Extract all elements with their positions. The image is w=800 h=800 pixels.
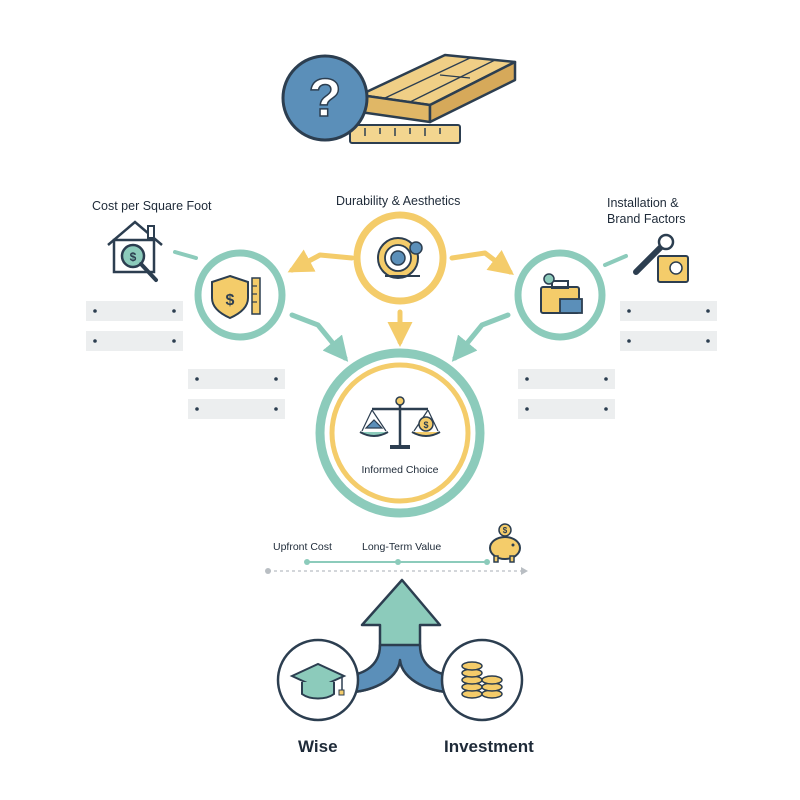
cost-label: Cost per Square Foot	[92, 199, 212, 213]
installation-label-line1: Installation &	[607, 196, 679, 210]
svg-text:?: ?	[309, 68, 342, 128]
graduation-cap-icon	[276, 638, 360, 722]
investment-label: Investment	[444, 737, 534, 756]
toolbox-icon	[540, 273, 583, 314]
house-search-icon: $	[107, 220, 163, 282]
wood-plank-icon	[349, 53, 517, 144]
informed-choice-label: Informed Choice	[361, 464, 439, 476]
installation-node	[514, 249, 606, 341]
long-term-value-label: Long-Term Value	[362, 541, 442, 553]
connector-arrows	[173, 249, 628, 362]
svg-text:$: $	[423, 420, 428, 430]
right-placeholder-bars	[518, 301, 717, 419]
gear-icon	[377, 237, 423, 279]
shield-dollar-icon: $	[211, 274, 261, 320]
question-icon: ?	[281, 54, 369, 142]
coin-stack-icon	[440, 638, 524, 722]
wrench-icon	[633, 233, 689, 283]
durability-label: Durability & Aesthetics	[336, 194, 461, 208]
wise-label: Wise	[298, 737, 338, 756]
informed-choice-node: $	[315, 348, 485, 518]
piggy-bank-icon: $	[489, 523, 521, 563]
cost-timeline	[265, 559, 528, 575]
svg-text:$: $	[503, 526, 508, 535]
installation-label-line2: Brand Factors	[607, 212, 686, 226]
svg-text:$: $	[226, 292, 235, 309]
scales-icon: $	[359, 396, 441, 449]
upfront-cost-label: Upfront Cost	[273, 541, 332, 553]
svg-text:$: $	[130, 250, 137, 264]
cost-node: $	[194, 249, 286, 341]
left-placeholder-bars	[86, 301, 285, 419]
durability-node	[353, 211, 447, 305]
